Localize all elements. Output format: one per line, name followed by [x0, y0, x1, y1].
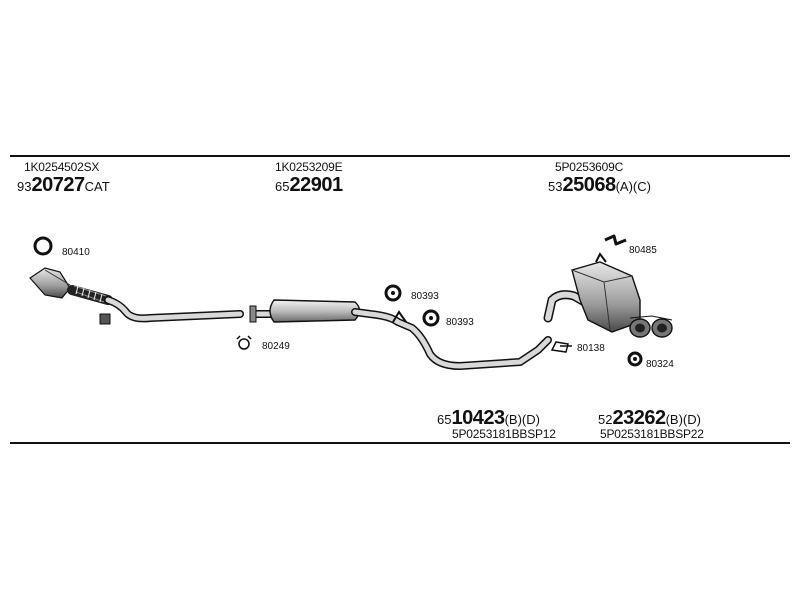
part-suffix: CAT	[84, 179, 110, 194]
rear-silencer[interactable]	[543, 252, 673, 338]
part-main: 10423	[451, 407, 505, 429]
middle-silencer[interactable]	[249, 299, 552, 370]
part-main: 23262	[612, 407, 666, 429]
oe-number-front-pipe: 1K0254502SX	[24, 160, 100, 174]
part-prefix: 52	[598, 412, 613, 427]
label-80393-b: 80393	[446, 317, 474, 328]
label-80393-a: 80393	[411, 291, 439, 302]
part-prefix: 93	[17, 179, 32, 194]
label-80324: 80324	[646, 359, 674, 370]
label-80485: 80485	[629, 245, 657, 256]
part-main: 22901	[289, 174, 343, 196]
part-main: 20727	[31, 174, 85, 196]
oe-number-tail-pipe-1: 5P0253181BBSP12	[452, 427, 556, 441]
part-suffix: (A)(C)	[615, 179, 651, 194]
part-number-front-pipe[interactable]: 93 20727 CAT	[17, 175, 110, 195]
bottom-divider	[10, 442, 790, 444]
oe-number-rear-silencer: 5P0253609C	[555, 160, 624, 174]
top-divider	[10, 155, 790, 157]
catalytic-converter-front-pipe[interactable]	[29, 267, 244, 325]
part-main: 25068	[562, 174, 616, 196]
label-80138: 80138	[577, 343, 605, 354]
bracket-80485[interactable]	[604, 234, 627, 246]
o-ring-seal-80410[interactable]	[33, 236, 53, 256]
rubber-mount-80324[interactable]	[627, 351, 643, 367]
part-number-tail-pipe-2[interactable]: 52 23262 (B)(D)	[598, 408, 701, 428]
part-number-tail-pipe-1[interactable]: 65 10423 (B)(D)	[437, 408, 540, 428]
part-prefix: 53	[548, 179, 563, 194]
part-number-middle-silencer[interactable]: 65 22901	[275, 175, 343, 195]
label-80410: 80410	[62, 247, 90, 258]
part-prefix: 65	[275, 179, 290, 194]
rubber-mount-80393-a[interactable]	[384, 284, 402, 302]
label-80249: 80249	[262, 341, 290, 352]
oe-number-middle-silencer: 1K0253209E	[275, 160, 343, 174]
rubber-mount-80393-b[interactable]	[422, 309, 440, 327]
part-number-rear-silencer[interactable]: 53 25068 (A)(C)	[548, 175, 651, 195]
clamp-80138[interactable]	[550, 341, 572, 353]
part-suffix: (B)(D)	[504, 412, 540, 427]
part-prefix: 65	[437, 412, 452, 427]
part-suffix: (B)(D)	[665, 412, 701, 427]
oe-number-tail-pipe-2: 5P0253181BBSP22	[600, 427, 704, 441]
clamp-80249[interactable]	[236, 335, 252, 350]
